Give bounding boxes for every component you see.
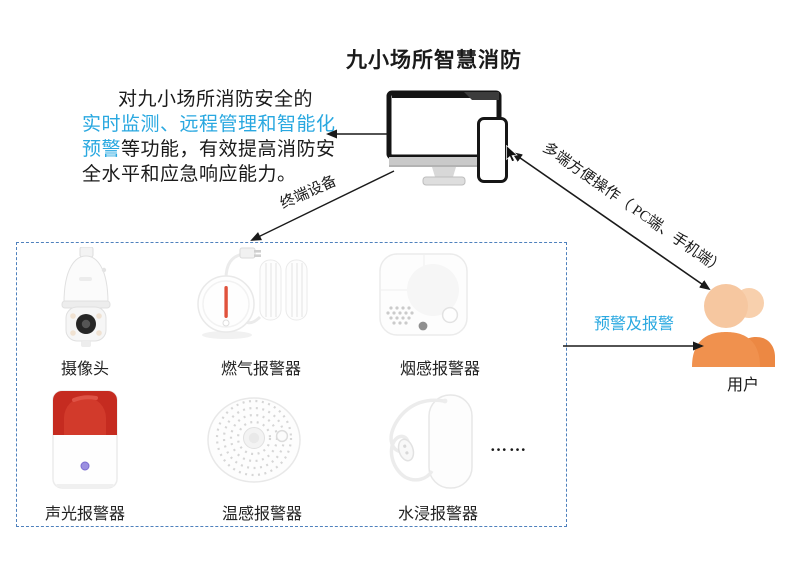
camera-label: 摄像头 [60,361,109,378]
smartphone-icon [477,117,508,183]
smoke-alarm-icon [379,253,468,336]
sound-light-alarm-icon [52,390,118,489]
description-line: 实时监测、远程管理和智能化 [82,114,336,135]
water-alarm-label: 水浸报警器 [397,506,478,523]
sound-light-alarm-label: 声光报警器 [44,506,125,523]
water-alarm-icon [389,394,473,489]
smoke-alarm-label: 烟感报警器 [399,361,480,378]
description-line: 全水平和应急响应能力。 [82,164,297,185]
heat-alarm-icon [207,397,301,483]
more-devices-ellipsis: …… [490,436,528,455]
gas-alarm-icon [197,247,308,339]
cursor-icon [506,145,518,162]
monitor-icon [386,90,502,186]
terminal-devices-box [16,242,567,527]
users-icon [692,284,775,367]
description-line: 对九小场所消防安全的 [118,89,314,110]
description-line: 预警等功能，有效提高消防安 [82,139,336,160]
user-label: 用户 [726,377,759,394]
description-text: 对九小场所消防安全的 实时监测、远程管理和智能化 预警等功能，有效提高消防安 全… [82,87,352,187]
ptz-camera-icon [61,247,111,347]
gas-alarm-label: 燃气报警器 [220,361,301,378]
alert-label: 预警及报警 [594,316,675,333]
heat-alarm-label: 温感报警器 [221,506,302,523]
page-title: 九小场所智慧消防 [346,48,522,72]
